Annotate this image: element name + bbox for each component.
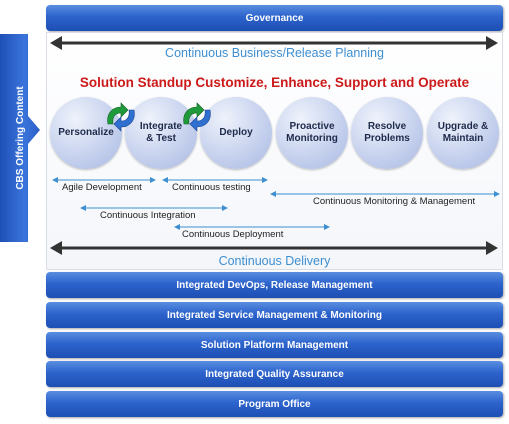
governance-bar: Governance [46, 5, 503, 31]
quality-assurance-bar: Integrated Quality Assurance [46, 361, 503, 387]
program-office-bar: Program Office [46, 391, 503, 417]
agile-development-label: Agile Development [62, 182, 142, 193]
side-tab-label: CBS Offering Content [14, 86, 26, 190]
continuous-deployment-arrow [174, 224, 330, 230]
planning-double-arrow [50, 36, 498, 50]
phase-label-2: Problems [364, 133, 410, 144]
phase-deploy: Deploy [200, 97, 272, 169]
continuous-testing-arrow [162, 177, 268, 183]
bar-label: Solution Platform Management [200, 339, 349, 351]
bar-label: Integrated Service Management & Monitori… [166, 309, 383, 321]
phase-label-1: Resolve [367, 121, 407, 132]
solution-title: Solution Standup Customize, Enhance, Sup… [79, 75, 470, 90]
bar-label: Integrated DevOps, Release Management [176, 279, 373, 291]
continuous-deployment-label: Continuous Deployment [182, 229, 284, 240]
governance-label: Governance [245, 12, 304, 24]
bar-label: Integrated Quality Assurance [205, 368, 344, 380]
cbs-offering-content-tab: CBS Offering Content [0, 34, 40, 242]
continuous-testing-label: Continuous testing [172, 182, 251, 193]
continuous-monitoring-label: Continuous Monitoring & Management [313, 196, 476, 207]
continuous-integration-arrow [80, 205, 228, 211]
delivery-double-arrow [50, 241, 498, 255]
phase-label-1: Integrate [139, 121, 183, 132]
phase-integrate-test: Integrate& Test [125, 97, 197, 169]
platform-management-bar: Solution Platform Management [46, 332, 503, 358]
main-panel [46, 32, 503, 270]
service-management-bar: Integrated Service Management & Monitori… [46, 302, 503, 328]
phase-label-2: Monitoring [286, 133, 338, 144]
delivery-label: Continuous Delivery [218, 254, 331, 268]
cycle-arrows-icon [107, 102, 135, 132]
phase-upgrade-maintain: Upgrade &Maintain [427, 97, 499, 169]
bar-label: Program Office [238, 398, 311, 410]
cycle-arrows-icon [183, 102, 211, 132]
continuous-integration-label: Continuous Integration [100, 210, 196, 221]
phase-personalize: Personalize [50, 97, 122, 169]
phase-label-1: Personalize [58, 127, 114, 138]
phase-label-2: & Test [146, 133, 176, 144]
phase-label-1: Proactive [289, 121, 335, 132]
phase-label-1: Upgrade & [437, 121, 489, 132]
devops-release-bar: Integrated DevOps, Release Management [46, 272, 503, 298]
agile-development-arrow [52, 177, 156, 183]
phase-label-1: Deploy [219, 127, 253, 138]
continuous-monitoring-arrow [270, 191, 500, 197]
planning-label: Continuous Business/Release Planning [165, 46, 384, 60]
side-tab-shape [0, 34, 40, 242]
phase-label-2: Maintain [442, 133, 484, 144]
